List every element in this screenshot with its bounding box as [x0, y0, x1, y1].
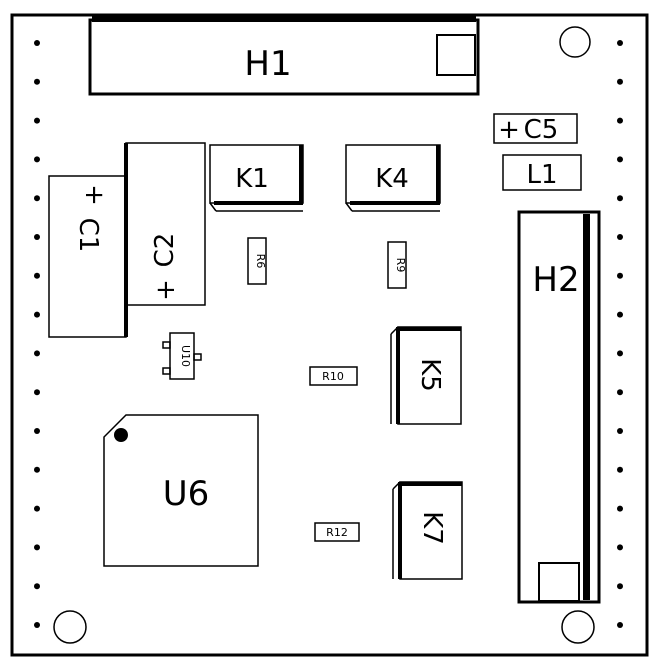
k5-label: K5	[415, 358, 445, 392]
left-edge-via	[34, 505, 40, 512]
resistor-r10: R10	[309, 366, 358, 386]
right-edge-via	[617, 389, 623, 396]
left-edge-via	[34, 234, 40, 240]
right-edge-via	[617, 428, 623, 434]
r9-label: R9	[394, 258, 407, 273]
capacitor-c5: + C5	[493, 113, 578, 145]
left-edge-via	[34, 195, 40, 202]
c1-label: C1	[73, 218, 103, 253]
l1-label: L1	[526, 160, 557, 190]
left-edge-via	[34, 311, 40, 318]
left-edge-via	[34, 583, 40, 590]
right-edge-via	[617, 544, 623, 551]
resistor-r12: R12	[314, 522, 360, 542]
mounting-hole-bottom-right	[561, 610, 595, 644]
right-edge-via	[617, 78, 623, 85]
pin1-dot	[114, 428, 128, 442]
left-edge-via	[34, 350, 40, 357]
relay-k7: K7	[392, 481, 463, 580]
right-edge-via	[617, 272, 623, 279]
left-edge-via	[34, 389, 40, 396]
transistor-u10: U10	[162, 332, 202, 380]
relay-k4: K4	[345, 144, 441, 212]
left-edge-via	[34, 272, 40, 279]
right-edge-via	[617, 234, 623, 240]
c5-polarity-mark: +	[498, 115, 520, 145]
left-edge-via	[34, 622, 40, 628]
r12-label: R12	[326, 526, 348, 539]
left-edge-via	[34, 156, 40, 163]
capacitor-c1: + C1	[48, 175, 128, 338]
right-edge-via	[617, 350, 623, 357]
u10-label: U10	[179, 345, 192, 367]
ic-u6: U6	[103, 414, 259, 567]
relay-k5: K5	[390, 326, 462, 425]
c2-polarity-mark: +	[151, 279, 181, 301]
left-edge-via	[34, 40, 40, 46]
relay-k1: K1	[209, 144, 304, 212]
right-edge-via	[617, 117, 623, 124]
k1-label: K1	[235, 164, 269, 194]
h2-label: H2	[532, 260, 579, 300]
c5-label: C5	[524, 115, 559, 145]
right-edge-via	[617, 311, 623, 318]
inductor-l1: L1	[502, 154, 582, 191]
left-edge-vias	[34, 40, 40, 628]
left-edge-via	[34, 428, 40, 434]
board-outline	[10, 13, 649, 657]
right-edge-via	[617, 40, 623, 46]
header-h2: H2	[517, 210, 601, 604]
u6-label: U6	[163, 474, 210, 514]
c2-label: C2	[150, 233, 180, 268]
right-edge-via	[617, 505, 623, 512]
c1-polarity-mark: +	[79, 184, 109, 206]
resistor-r9: R9	[387, 241, 407, 289]
r10-label: R10	[322, 370, 344, 383]
right-edge-via	[617, 583, 623, 590]
left-edge-via	[34, 78, 40, 85]
right-edge-vias	[617, 40, 623, 628]
left-edge-via	[34, 544, 40, 551]
capacitor-c2: C2 +	[124, 142, 206, 306]
right-edge-via	[617, 622, 623, 628]
left-edge-via	[34, 117, 40, 124]
resistor-r6: R6	[247, 237, 267, 285]
k4-label: K4	[375, 164, 409, 194]
r6-label: R6	[254, 254, 267, 269]
h1-label: H1	[244, 44, 291, 84]
left-edge-via	[34, 466, 40, 473]
right-edge-via	[617, 156, 623, 163]
k7-label: K7	[417, 511, 447, 545]
right-edge-via	[617, 195, 623, 202]
right-edge-via	[617, 466, 623, 473]
header-h1: H1	[88, 15, 480, 96]
mounting-hole-top-right	[559, 26, 591, 58]
mounting-hole-bottom-left	[53, 610, 87, 644]
